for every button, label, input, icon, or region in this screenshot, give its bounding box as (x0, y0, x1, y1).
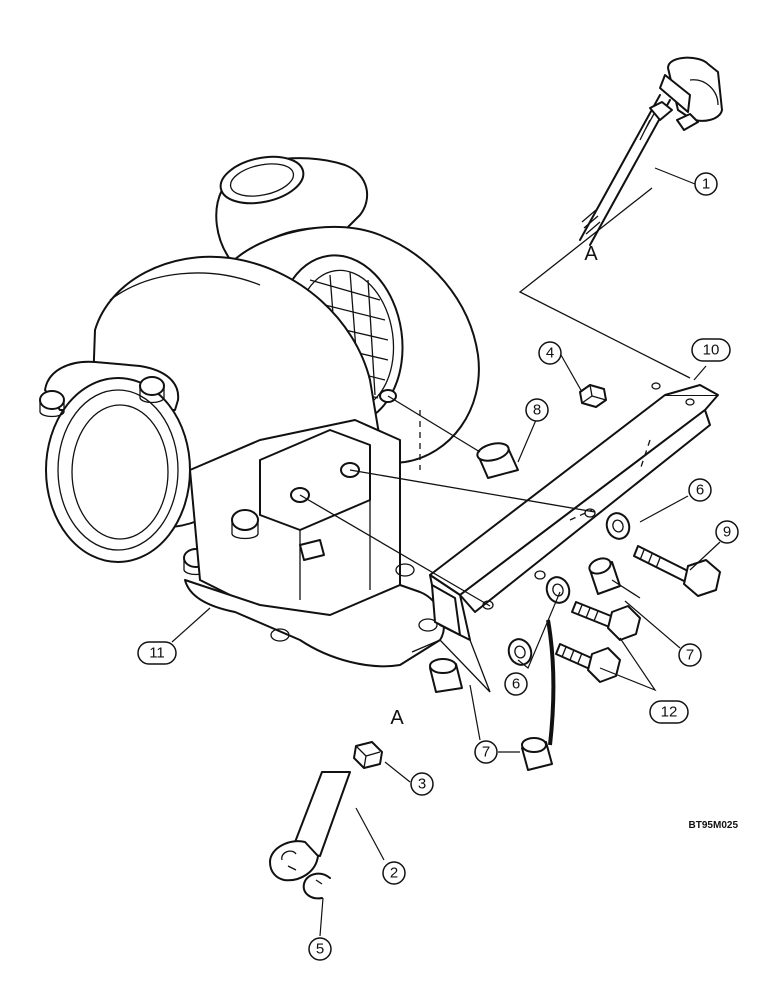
reference-letter-a-bottom: A (390, 707, 404, 729)
callout-2: 2 (382, 861, 406, 885)
svg-text:12: 12 (661, 704, 678, 721)
svg-text:4: 4 (546, 345, 554, 362)
turbocharger-assembly (39, 155, 480, 668)
bolt-9 (633, 545, 721, 597)
actuator-rod-1 (579, 56, 723, 246)
callout-6-lower: 6 (504, 672, 528, 696)
cable-arc (546, 619, 556, 746)
spacer-7-lower-left (429, 658, 463, 693)
callout-3: 3 (410, 772, 434, 796)
callout-1: 1 (694, 172, 718, 196)
callout-8: 8 (525, 398, 549, 422)
svg-text:5: 5 (316, 941, 324, 958)
callout-6-upper: 6 (688, 478, 712, 502)
clevis-rod-2 (269, 771, 351, 882)
washer-6-lower-a (545, 576, 571, 604)
assembly-line-1-10 (518, 187, 691, 379)
callout-5: 5 (308, 937, 332, 961)
svg-text:10: 10 (703, 342, 720, 359)
svg-text:7: 7 (686, 647, 694, 664)
svg-text:9: 9 (723, 524, 731, 541)
callout-10: 10 (691, 338, 731, 362)
svg-text:6: 6 (512, 676, 520, 693)
washer-6-upper (605, 512, 631, 540)
callout-9: 9 (715, 520, 739, 544)
svg-text:8: 8 (533, 402, 541, 419)
assembly-line-7-right (611, 579, 641, 599)
reference-letter-a-top: A (584, 243, 598, 265)
lever-bracket-10 (429, 382, 719, 641)
spacer-7-right (588, 557, 621, 595)
svg-text:6: 6 (696, 482, 704, 499)
hidden-line-3 (639, 439, 651, 471)
svg-text:7: 7 (482, 744, 490, 761)
spacer-7-bottom (521, 737, 553, 771)
washer-6-lower-b (507, 638, 533, 666)
bolt-12-lower (555, 643, 621, 683)
assembly-line-lower (299, 494, 491, 607)
leader-lines (171, 167, 721, 937)
callout-7-bottom: 7 (474, 740, 498, 764)
assembly-line-7-left (411, 639, 491, 693)
svg-text:2: 2 (390, 865, 398, 882)
svg-text:3: 3 (418, 776, 426, 793)
callout-4: 4 (538, 341, 562, 365)
figure-code: BT95M025 (689, 820, 739, 831)
svg-text:1: 1 (702, 176, 710, 193)
nut-3 (353, 741, 383, 769)
assembly-line-8 (387, 395, 481, 453)
bushing-8 (476, 442, 519, 479)
assembly-line-upper (349, 469, 596, 513)
nut-4 (579, 384, 607, 408)
callout-7-right: 7 (678, 643, 702, 667)
bolt-12-upper (571, 601, 641, 641)
callout-11: 11 (137, 641, 177, 665)
svg-text:11: 11 (149, 645, 165, 662)
hidden-line-2 (569, 509, 593, 521)
callout-12: 12 (649, 700, 689, 724)
clip-5 (302, 872, 331, 900)
